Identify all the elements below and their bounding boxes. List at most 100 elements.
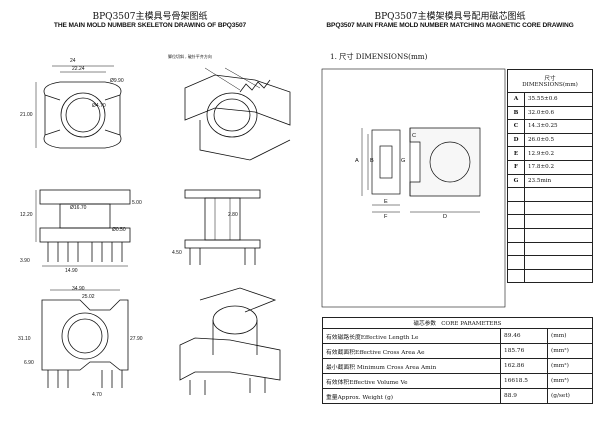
dimension-value <box>524 227 593 243</box>
parameter-name: 最小截面积 Minimum Cross Area Amin <box>322 358 501 374</box>
side-view <box>35 189 131 267</box>
dim-label: 12.20 <box>20 212 33 218</box>
dimension-row <box>507 268 593 284</box>
parameter-value: 88.9 <box>500 388 548 404</box>
parameter-name: 有效体积Effective Volume Ve <box>322 373 501 389</box>
parameter-name: 有效截面积Effective Cross Area Ae <box>322 343 501 359</box>
core-label-c: C <box>412 133 417 139</box>
skeleton-drawing-panel: BPQ3507主模具号骨架图纸 THE MAIN MOLD NUMBER SKE… <box>18 12 291 398</box>
dimension-row <box>507 241 593 257</box>
parameter-row: 重量Approx. Weight (g)88.9(g/set) <box>322 388 593 404</box>
dimension-row <box>507 214 593 229</box>
dim-label: 25.02 <box>82 294 95 300</box>
core-front-view <box>409 127 481 197</box>
dimension-row <box>507 255 593 270</box>
dimension-value: 14.3±0.25 <box>524 119 593 134</box>
dimension-row <box>507 227 593 243</box>
dimension-key <box>507 241 525 257</box>
dimension-value: 35.55±0.6 <box>524 92 593 107</box>
dim-label: 31.10 <box>18 336 31 342</box>
core-title-en: BPQ3507 MAIN FRAME MOLD NUMBER MATCHING … <box>326 22 574 29</box>
dim-label: 2.80 <box>228 212 238 218</box>
dimension-key: E <box>507 146 525 161</box>
dimension-value <box>524 268 593 284</box>
dimension-value <box>524 187 593 202</box>
dimension-value: 17.8±0.2 <box>524 159 593 175</box>
dimension-key: B <box>507 105 525 121</box>
core-label-d: D <box>443 214 448 220</box>
dim-label: 27.90 <box>130 336 143 342</box>
core-title-cn: BPQ3507主模架模具号配用磁芯图纸 <box>374 12 526 22</box>
dim-label: 6.90 <box>24 360 34 366</box>
parameter-unit: (mm²) <box>547 358 593 374</box>
dimension-key <box>507 227 525 243</box>
dim-label: 14.90 <box>65 268 78 274</box>
core-parameters-table: 磁芯参数 CORE PARAMETERS 有效磁路长度Effective Len… <box>322 317 593 404</box>
dim-label: Ø9.90 <box>110 78 124 84</box>
skeleton-drawing <box>35 65 291 395</box>
parameter-name: 有效磁路长度Effective Length Le <box>322 328 501 344</box>
dimension-key <box>507 187 525 202</box>
dimension-key <box>507 268 525 284</box>
core-drawing <box>321 68 506 308</box>
dim-label: Ø4.70 <box>92 103 106 109</box>
dimension-key <box>507 255 525 270</box>
bottom-view <box>41 289 129 388</box>
parameter-unit: (g/set) <box>547 388 593 404</box>
dim-label: 21.00 <box>20 112 33 118</box>
core-label-b: B <box>370 158 374 164</box>
dimensions-header: 尺寸 DIMENSIONS(mm) <box>507 69 593 93</box>
dimension-row <box>507 200 593 216</box>
dim-label: 22.24 <box>72 66 85 72</box>
dim-label: 4.70 <box>92 392 102 398</box>
dim-label: 24 <box>70 58 76 64</box>
core-drawing-panel: BPQ3507主模架模具号配用磁芯图纸 BPQ3507 MAIN FRAME M… <box>300 0 600 423</box>
dimension-value: 23.5min <box>524 173 593 189</box>
dimension-key: D <box>507 132 525 148</box>
dimension-key <box>507 200 525 216</box>
dim-label: Ø0.50 <box>112 227 126 233</box>
dimension-key: C <box>507 119 525 134</box>
dimension-value <box>524 200 593 216</box>
dimension-key <box>507 214 525 229</box>
skeleton-title-cn: BPQ3507主模具号骨架图纸 <box>92 12 208 22</box>
dim-label: 3.90 <box>20 258 30 264</box>
parameter-unit: (mm³) <box>547 373 593 389</box>
dim-label: 34.90 <box>72 286 85 292</box>
params-header: 磁芯参数 CORE PARAMETERS <box>322 317 593 329</box>
dimension-value: 32.0±0.6 <box>524 105 593 121</box>
core-label-a: A <box>355 158 359 164</box>
dimension-key: G <box>507 173 525 189</box>
dimension-value <box>524 255 593 270</box>
core-label-g: G <box>401 158 406 164</box>
skeleton-title-en: THE MAIN MOLD NUMBER SKELETON DRAWING OF… <box>53 22 247 29</box>
dim-label: Ø16.70 <box>70 205 87 211</box>
core-label-f: F <box>384 214 388 220</box>
parameter-value: 16618.5 <box>500 373 548 389</box>
dimension-value: 12.9±0.2 <box>524 146 593 161</box>
core-side-view <box>371 129 401 195</box>
dimension-value <box>524 241 593 257</box>
parameter-value: 89.46 <box>500 328 548 344</box>
parameter-unit: (mm²) <box>547 343 593 359</box>
end-view <box>184 189 261 265</box>
dim-label: 4.50 <box>172 250 182 256</box>
dim-label: 5.00 <box>132 200 142 206</box>
skeleton-note: 脚位切斜 , 破针平齐方向 <box>168 54 212 59</box>
parameter-unit: (mm) <box>547 328 593 344</box>
dimension-row <box>507 187 593 202</box>
dimension-key: F <box>507 159 525 175</box>
core-label-e: E <box>384 199 388 205</box>
parameter-name: 重量Approx. Weight (g) <box>322 388 501 404</box>
